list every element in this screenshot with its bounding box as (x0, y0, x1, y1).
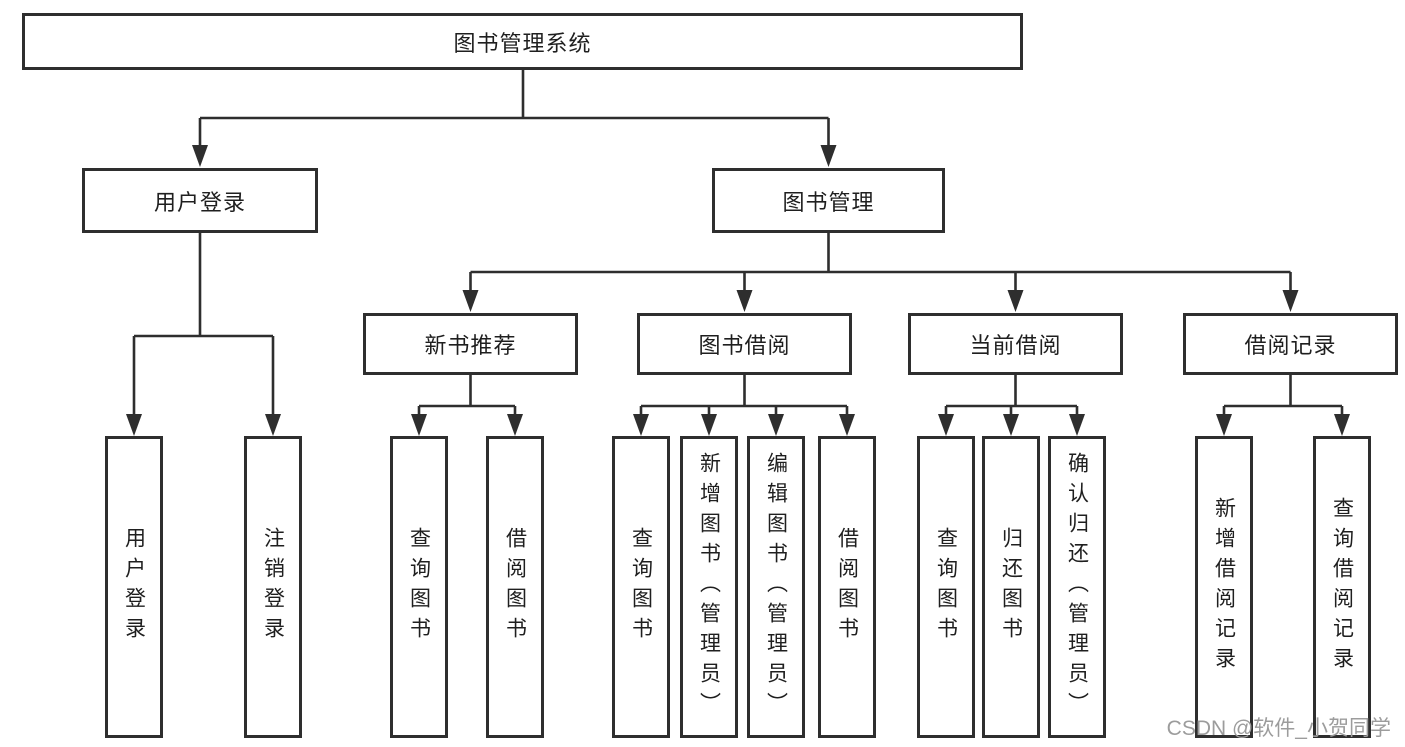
arrowhead-icon (701, 414, 717, 436)
node-recommend-query-books: 查询图书 (390, 436, 448, 738)
node-borrowing-add-books-admin-label: 新增图书（管理员） (697, 452, 721, 722)
node-borrowing-query-books: 查询图书 (612, 436, 670, 738)
node-records-add-record-label: 新增借阅记录 (1212, 497, 1236, 677)
node-recommend-query-books-label: 查询图书 (407, 527, 431, 647)
arrowhead-icon (820, 145, 837, 167)
arrowhead-icon (265, 414, 281, 436)
arrowhead-icon (1334, 414, 1350, 436)
node-current-borrowing-label: 当前借阅 (969, 333, 1062, 358)
node-book-borrowing-label: 图书借阅 (698, 333, 791, 358)
arrowhead-icon (126, 414, 142, 436)
node-borrowing-records: 借阅记录 (1183, 313, 1398, 375)
node-current-confirm-return-admin: 确认归还（管理员） (1048, 436, 1106, 738)
node-new-book-recommend: 新书推荐 (363, 313, 578, 375)
csdn-watermark: CSDN @软件_小贺同学 (1166, 717, 1391, 740)
node-current-query-books: 查询图书 (917, 436, 975, 738)
arrowhead-icon (462, 290, 479, 312)
node-book-management: 图书管理 (712, 168, 945, 233)
node-current-borrowing: 当前借阅 (908, 313, 1123, 375)
node-user-login-leaf-label: 用户登录 (122, 527, 146, 647)
node-records-add-record: 新增借阅记录 (1195, 436, 1253, 738)
node-current-query-books-label: 查询图书 (934, 527, 958, 647)
node-logout: 注销登录 (244, 436, 302, 738)
arrowhead-icon (1216, 414, 1232, 436)
node-borrowing-edit-books-admin: 编辑图书（管理员） (747, 436, 805, 738)
node-new-book-recommend-label: 新书推荐 (424, 333, 517, 358)
node-borrowing-edit-books-admin-label: 编辑图书（管理员） (764, 452, 788, 722)
node-logout-label: 注销登录 (261, 527, 285, 647)
node-user-login: 用户登录 (82, 168, 318, 233)
node-borrowing-add-books-admin: 新增图书（管理员） (680, 436, 738, 738)
node-root-label: 图书管理系统 (453, 30, 592, 56)
arrowhead-icon (938, 414, 954, 436)
arrowhead-icon (1003, 414, 1019, 436)
arrowhead-icon (839, 414, 855, 436)
node-recommend-borrow-books-label: 借阅图书 (503, 527, 527, 647)
arrowhead-icon (633, 414, 649, 436)
arrowhead-icon (1282, 290, 1299, 312)
node-current-confirm-return-admin-label: 确认归还（管理员） (1065, 452, 1089, 722)
node-recommend-borrow-books: 借阅图书 (486, 436, 544, 738)
arrowhead-icon (192, 145, 208, 167)
node-book-borrowing: 图书借阅 (637, 313, 852, 375)
node-records-query-record-label: 查询借阅记录 (1330, 497, 1354, 677)
node-current-return-books-label: 归还图书 (999, 527, 1023, 647)
arrowhead-icon (736, 290, 753, 312)
node-borrowing-borrow-books-label: 借阅图书 (835, 527, 859, 647)
arrowhead-icon (507, 414, 523, 436)
arrowhead-icon (411, 414, 427, 436)
node-borrowing-records-label: 借阅记录 (1244, 333, 1337, 358)
node-user-login-leaf: 用户登录 (105, 436, 163, 738)
node-borrowing-query-books-label: 查询图书 (629, 527, 653, 647)
node-root: 图书管理系统 (22, 13, 1023, 70)
node-user-login-label: 用户登录 (153, 189, 246, 215)
node-records-query-record: 查询借阅记录 (1313, 436, 1371, 738)
arrowhead-icon (768, 414, 784, 436)
node-book-management-label: 图书管理 (782, 189, 875, 215)
node-borrowing-borrow-books: 借阅图书 (818, 436, 876, 738)
arrowhead-icon (1007, 290, 1024, 312)
arrowhead-icon (1069, 414, 1085, 436)
connector-line (132, 70, 1344, 417)
node-current-return-books: 归还图书 (982, 436, 1040, 738)
